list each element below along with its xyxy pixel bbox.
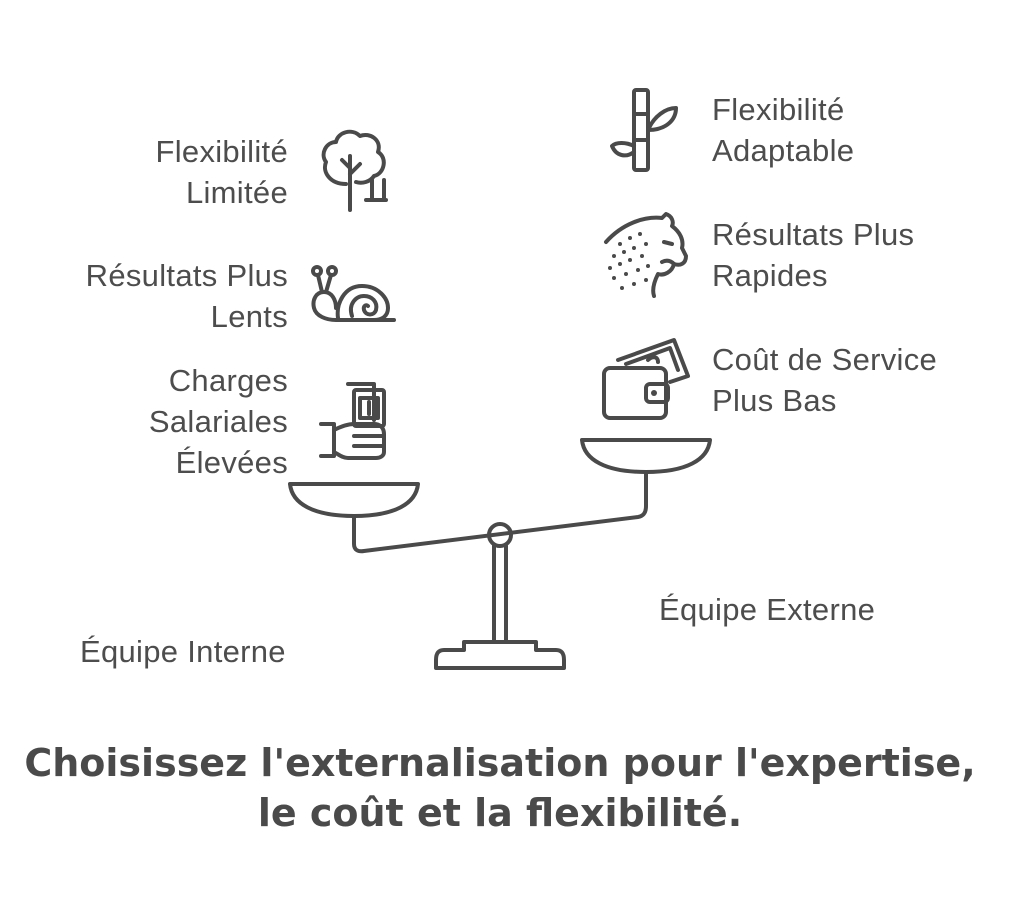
title-line-2: le coût et la flexibilité. bbox=[257, 791, 743, 835]
label-equipe-interne: Équipe Interne bbox=[80, 634, 286, 669]
scale-base bbox=[434, 640, 566, 670]
label-line: Flexibilité bbox=[155, 134, 288, 169]
title-line-1: Choisissez l'externalisation pour l'expe… bbox=[24, 741, 976, 785]
snail-icon bbox=[311, 265, 396, 322]
scale-beam bbox=[352, 472, 648, 554]
left-pan bbox=[288, 482, 420, 518]
cheetah-icon bbox=[604, 212, 688, 298]
label-equipe-externe: Équipe Externe bbox=[659, 592, 876, 627]
label-line: Résultats Plus bbox=[712, 217, 915, 252]
right-pan bbox=[580, 438, 712, 474]
label-line: Salariales bbox=[148, 404, 288, 439]
label-line: Résultats Plus bbox=[85, 258, 288, 293]
label-flexibilite-limitee: Flexibilité Limitée bbox=[155, 131, 288, 213]
bamboo-icon bbox=[610, 88, 678, 172]
label-line: Limitée bbox=[185, 175, 288, 210]
label-charges-salariales: Charges Salariales Élevées bbox=[149, 360, 288, 483]
scale-pivot bbox=[487, 522, 513, 548]
label-flexibilite-adaptable: Flexibilité Adaptable bbox=[712, 89, 854, 171]
label-line: Rapides bbox=[712, 258, 828, 293]
label-line: Plus Bas bbox=[712, 383, 837, 418]
wallet-icon bbox=[602, 338, 690, 420]
scale-post bbox=[492, 544, 508, 644]
label-line: Lents bbox=[210, 299, 288, 334]
label-line: Flexibilité bbox=[712, 92, 845, 127]
diagram-title: Choisissez l'externalisation pour l'expe… bbox=[0, 738, 1000, 838]
hand-money-icon bbox=[319, 382, 386, 460]
label-cout-service: Coût de Service Plus Bas bbox=[712, 339, 937, 421]
label-line: Coût de Service bbox=[712, 342, 938, 377]
balance-scale bbox=[288, 438, 712, 670]
label-line: Adaptable bbox=[712, 133, 855, 168]
tree-icon bbox=[321, 129, 388, 212]
label-resultats-plus-rapides: Résultats Plus Rapides bbox=[712, 214, 914, 296]
label-line: Charges bbox=[168, 363, 288, 398]
label-resultats-plus-lents: Résultats Plus Lents bbox=[86, 255, 288, 337]
label-line: Élevées bbox=[175, 445, 288, 480]
